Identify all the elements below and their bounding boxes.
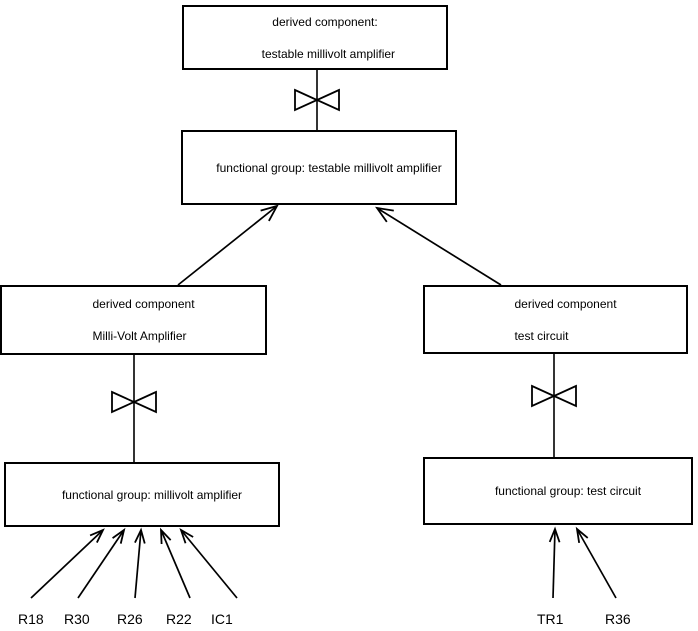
- node-fg-millivolt-amplifier[interactable]: functional group: millivolt amplifier: [4, 462, 280, 527]
- link-right-bowtie-right: [551, 384, 577, 408]
- arrow-r36-line: [576, 528, 617, 599]
- leaf-label-r18[interactable]: R18: [18, 611, 44, 627]
- arrow-r30-line: [77, 529, 125, 599]
- arrow-r30-head: [112, 527, 126, 544]
- node-fg-testable-mv-amplifier[interactable]: functional group: testable millivolt amp…: [181, 130, 457, 205]
- node-fg-test-circuit[interactable]: functional group: test circuit: [423, 457, 693, 525]
- node-label-line1: derived component: [92, 297, 195, 311]
- leaf-label-ic1[interactable]: IC1: [211, 611, 233, 627]
- arrow-ic1-line: [180, 529, 238, 599]
- node-label-line1: functional group: millivolt amplifier: [61, 487, 243, 502]
- arrow-ic1-head: [179, 528, 194, 544]
- arrow-r26-line: [134, 529, 142, 599]
- node-label-line1: derived component: [514, 296, 617, 311]
- link-top-bowtie-right: [314, 88, 340, 112]
- node-label: functional group: test circuit: [475, 467, 641, 515]
- leaf-label-r26[interactable]: R26: [117, 611, 143, 627]
- arrow-tr1-line: [552, 528, 556, 599]
- node-label: derived component test circuit: [494, 280, 616, 360]
- arrow-r36-head: [575, 526, 589, 543]
- arrow-tc-to-testable-line: [376, 207, 502, 286]
- arrow-mv-to-testable-head: [260, 204, 279, 222]
- leaf-label-tr1[interactable]: TR1: [537, 611, 564, 627]
- arrow-r18-line: [30, 529, 104, 599]
- link-left-bowtie-left: [111, 390, 137, 414]
- node-label-line2: testable millivolt amplifier: [254, 46, 396, 61]
- node-derived-testable-mv-amplifier[interactable]: derived component: testable millivolt am…: [182, 5, 448, 70]
- arrow-r22-head: [159, 527, 172, 545]
- link-left-bowtie-right: [131, 390, 157, 414]
- arrow-tr1-head: [548, 526, 561, 543]
- arrow-r18-head: [89, 528, 105, 543]
- arrow-mv-to-testable-line: [177, 205, 278, 286]
- leaf-label-r36[interactable]: R36: [605, 611, 631, 627]
- arrow-r22-line: [160, 529, 191, 599]
- arrow-r26-head: [134, 527, 146, 544]
- link-right-bowtie-left: [531, 384, 557, 408]
- node-label-line1: derived component:: [272, 14, 378, 29]
- arrow-tc-to-testable-head: [375, 206, 394, 223]
- node-derived-test-circuit[interactable]: derived component test circuit: [423, 285, 688, 354]
- node-label: functional group: testable millivolt amp…: [196, 144, 441, 192]
- node-label: functional group: millivolt amplifier: [42, 471, 242, 519]
- node-label-line1: functional group: test circuit: [494, 484, 642, 498]
- leaf-label-r30[interactable]: R30: [64, 611, 90, 627]
- node-label: derived component Milli-Volt Amplifier: [72, 280, 194, 360]
- node-derived-milli-volt-amplifier[interactable]: derived component Milli-Volt Amplifier: [0, 285, 267, 355]
- node-label-line2: Milli-Volt Amplifier: [92, 329, 187, 343]
- node-label: derived component: testable millivolt am…: [235, 0, 395, 78]
- node-label-line1: functional group: testable millivolt amp…: [216, 160, 442, 175]
- node-label-line2: test circuit: [514, 328, 569, 343]
- link-top-bowtie-left: [294, 88, 320, 112]
- leaf-label-r22[interactable]: R22: [166, 611, 192, 627]
- connector-group: [30, 70, 617, 599]
